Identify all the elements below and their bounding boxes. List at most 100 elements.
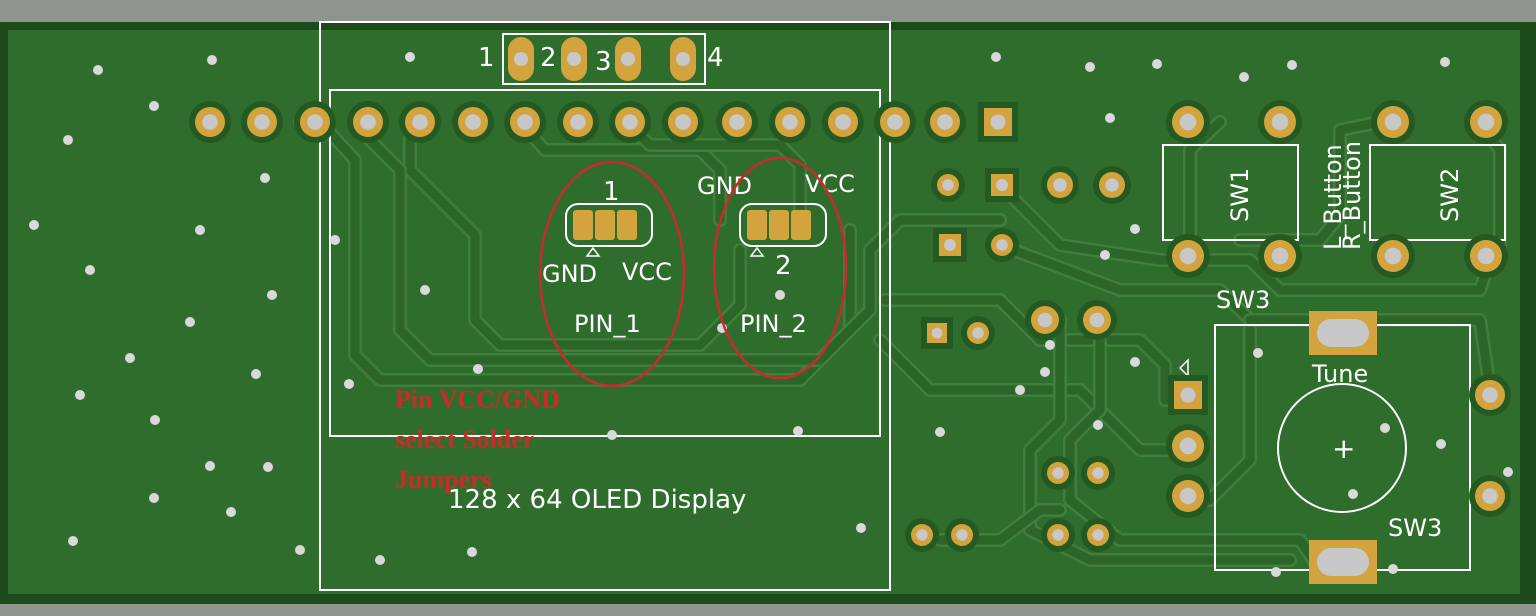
header-outline <box>502 33 706 85</box>
display-label: 128 x 64 OLED Display <box>448 485 746 515</box>
pad-drill <box>307 114 323 130</box>
via-dot <box>467 547 477 557</box>
component-pad <box>1041 456 1075 490</box>
header-pin-pad <box>399 101 441 143</box>
annotation-line-3: Jumpers <box>395 465 492 494</box>
button-sw1-outline <box>1162 144 1299 241</box>
via-dot <box>149 493 159 503</box>
component-pad <box>933 228 967 262</box>
trace <box>875 335 1195 455</box>
pad-drill <box>944 239 956 251</box>
component-pad <box>1025 300 1065 340</box>
pad-drill <box>1482 387 1498 403</box>
button-pad <box>1464 234 1508 278</box>
pad-drill <box>996 179 1008 191</box>
header-pin-pad <box>452 101 494 143</box>
via-dot <box>793 426 803 436</box>
via-dot <box>93 65 103 75</box>
pad-drill <box>1179 247 1197 265</box>
header-pin-pad <box>662 101 704 143</box>
trace <box>365 117 1005 365</box>
component-pad <box>1077 300 1117 340</box>
header-pin-pad <box>189 101 231 143</box>
via-dot <box>295 545 305 555</box>
header-pin-1-pad <box>978 102 1018 142</box>
pad-drill <box>202 114 218 130</box>
button-pad <box>1258 100 1302 144</box>
via-dot <box>125 353 135 363</box>
component-pad <box>931 168 965 202</box>
pad-drill <box>1384 247 1402 265</box>
header-pin-pad <box>294 101 336 143</box>
jumper1-marker <box>585 246 601 257</box>
pad-drill <box>887 114 903 130</box>
via-dot <box>775 290 785 300</box>
via-dot <box>1503 467 1513 477</box>
encoder-pad <box>1469 475 1511 517</box>
pad-drill <box>1477 113 1495 131</box>
via-dot <box>991 52 1001 62</box>
via-dot <box>226 507 236 517</box>
via-dot <box>1152 59 1162 69</box>
via-dot <box>473 364 483 374</box>
pad-drill <box>937 114 953 130</box>
via-dot <box>935 427 945 437</box>
pad-drill <box>514 52 528 66</box>
copper-traces <box>293 115 1507 577</box>
component-pad <box>921 317 953 349</box>
pad-drill <box>1271 247 1289 265</box>
via-dot <box>1045 340 1055 350</box>
via-dot <box>150 415 160 425</box>
jumper2-name-label: PIN_2 <box>740 310 807 338</box>
sw3-bottom-label: SW3 <box>1388 514 1442 542</box>
via-dot <box>1105 113 1115 123</box>
via-dot <box>63 135 73 145</box>
oled-header-pad <box>561 37 587 81</box>
header-pin-pad <box>822 101 864 143</box>
pad-drill <box>1052 529 1064 541</box>
via-dot <box>149 101 159 111</box>
pad-drill <box>990 114 1006 130</box>
pad-drill <box>254 114 270 130</box>
via-dot <box>251 369 261 379</box>
via-dot <box>1239 72 1249 82</box>
jumper1-gnd-label: GND <box>542 260 597 288</box>
button-pad <box>1371 234 1415 278</box>
pad-drill <box>360 114 376 130</box>
via-dot <box>1093 420 1103 430</box>
encoder-mount-pad <box>1309 311 1377 355</box>
pad-drill <box>675 114 691 130</box>
header-pin-label: 2 <box>540 43 557 73</box>
connector-pad <box>1166 424 1210 468</box>
pad-drill <box>1180 387 1196 403</box>
via-dot <box>1130 357 1140 367</box>
pad-drill <box>1384 113 1402 131</box>
header-pin-label: 4 <box>707 43 724 73</box>
via-dot <box>420 285 430 295</box>
button-sw2-outline <box>1369 144 1506 241</box>
annotation-line-1: Pin VCC/GND <box>395 385 560 414</box>
pad-drill <box>622 114 638 130</box>
via-dot <box>856 523 866 533</box>
header-pin-label: 3 <box>595 47 612 77</box>
jumper2-marker <box>749 246 765 257</box>
oled-header-pad <box>508 37 534 81</box>
via-dot <box>1271 567 1281 577</box>
via-dot <box>207 55 217 65</box>
oled-header-pad <box>670 37 696 81</box>
jumper1-vcc-label: VCC <box>622 258 672 286</box>
via-dot <box>1380 423 1390 433</box>
pad-drill <box>1105 178 1119 192</box>
pad-drill <box>1053 178 1067 192</box>
component-pad <box>961 316 995 350</box>
via-dot <box>1130 224 1140 234</box>
pad-drill <box>782 114 798 130</box>
via-dot <box>405 52 415 62</box>
annotation-line-2: select Solder <box>395 425 534 454</box>
pad-drill <box>465 114 481 130</box>
via-dot <box>68 536 78 546</box>
component-pad <box>1041 166 1079 204</box>
via-dot <box>85 265 95 275</box>
pad-drill <box>1179 113 1197 131</box>
silkscreen-outlines <box>319 21 1506 591</box>
